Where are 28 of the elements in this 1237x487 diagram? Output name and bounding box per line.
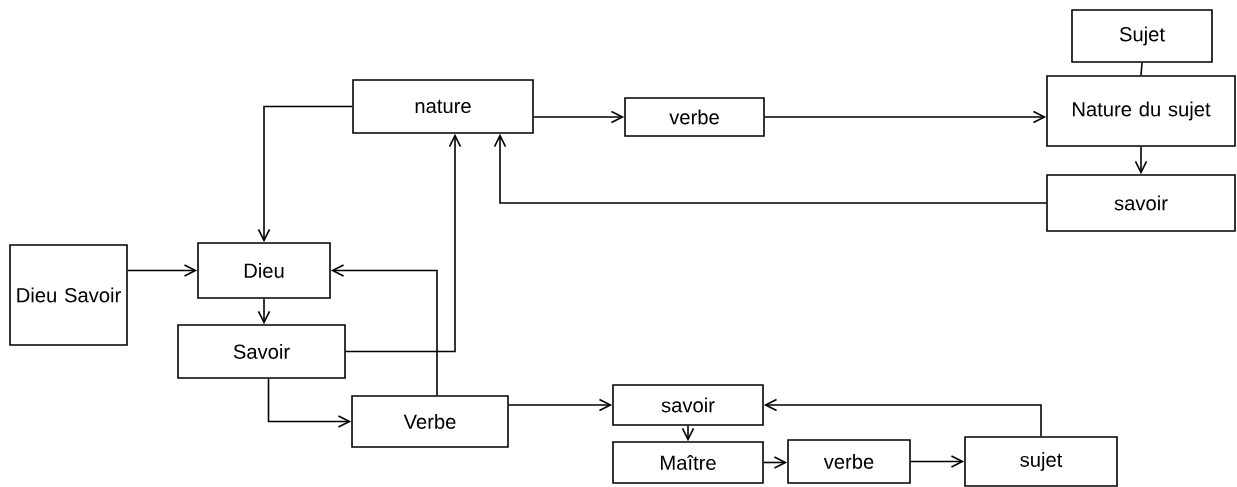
process-box: Nature du sujet: [1046, 75, 1236, 147]
arrow: [127, 264, 198, 277]
process-box: sujet: [964, 436, 1118, 487]
process-box: Dieu Savoir: [9, 244, 128, 346]
arrow: [533, 110, 625, 124]
arrow: [330, 264, 438, 396]
process-box: Savoir: [177, 324, 346, 379]
arrow: [763, 456, 788, 469]
arrow: [257, 297, 271, 325]
arrow: [764, 110, 1047, 124]
process-box: verbe: [624, 97, 765, 137]
process-box: Dieu: [197, 242, 331, 299]
process-box: Maître: [612, 441, 764, 484]
process-box: savoir: [612, 384, 764, 426]
process-box: Verbe: [351, 395, 509, 448]
arrow: [493, 133, 1047, 204]
arrow: [257, 105, 353, 243]
arrow: [1134, 146, 1148, 175]
process-box: nature: [352, 79, 534, 134]
process-box: Sujet: [1071, 9, 1213, 63]
arrow: [681, 424, 695, 442]
process-box: verbe: [787, 439, 911, 484]
arrow: [910, 455, 965, 468]
arrow: [508, 398, 613, 412]
process-box: savoir: [1046, 174, 1236, 232]
arrow: [763, 398, 1042, 437]
arrow: [345, 133, 462, 353]
arrow: [267, 378, 352, 428]
